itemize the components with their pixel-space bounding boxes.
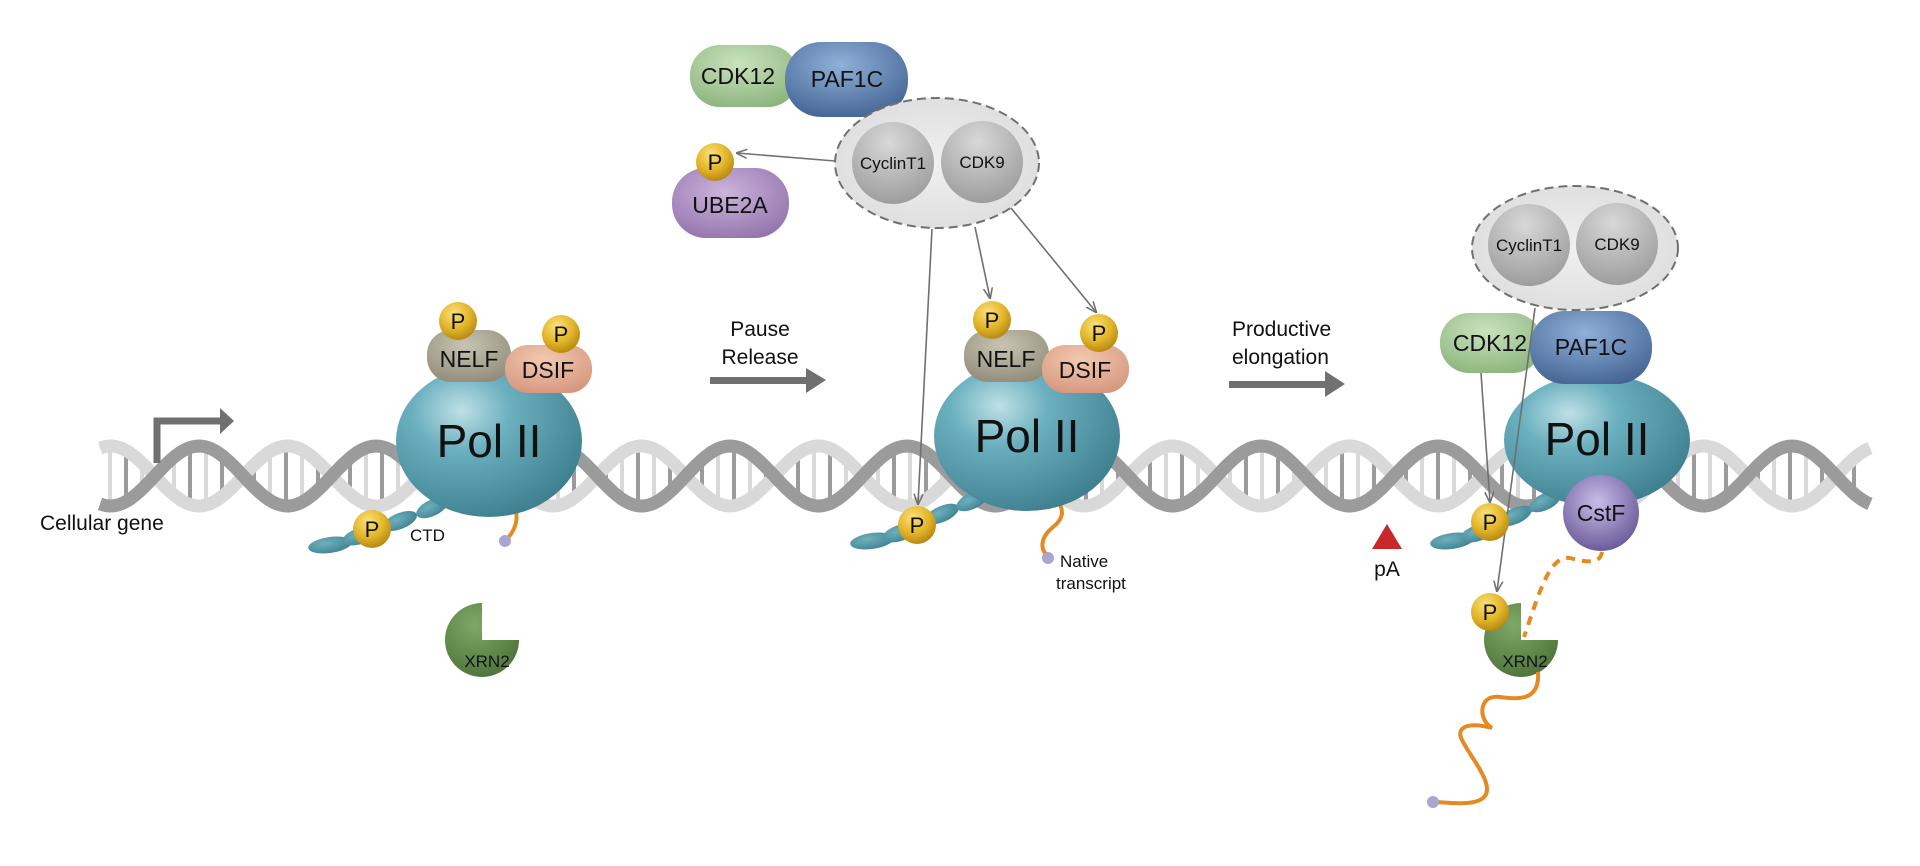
svg-text:P: P [708, 150, 723, 175]
cdk12-top [690, 45, 798, 107]
productive-arrow-shaft [1229, 381, 1329, 388]
pause-release-arrow-shaft [710, 377, 810, 384]
paf1c-label: PAF1C [811, 66, 883, 92]
native-transcript-label-1: Native [1060, 552, 1108, 571]
pause-release-step: Pause Release [710, 318, 826, 393]
cyclinT1-right [1488, 204, 1570, 286]
cdk12-label: CDK12 [1453, 330, 1527, 356]
promoter-arrow-icon [153, 408, 234, 463]
phospho-dsif-left: P [542, 315, 580, 353]
native-transcript-label-2: transcript [1056, 574, 1126, 593]
arrow-ptefb-to-dsif [1010, 207, 1096, 312]
cdk12-right [1440, 313, 1542, 373]
polyA-site: pA [1372, 524, 1402, 581]
paf1c-top [785, 42, 908, 117]
rna-5prime-end [1427, 796, 1439, 808]
cstf-label: CstF [1577, 500, 1626, 526]
productive-arrow-icon [1325, 371, 1345, 397]
cdk9-right [1576, 203, 1658, 285]
arrow-ptefb-to-nelf [974, 226, 990, 298]
phospho-ctd-middle: P [898, 506, 936, 544]
phospho-dsif-middle: P [1080, 314, 1118, 352]
dsif-label: DSIF [522, 357, 574, 383]
phospho-ctd-left: P [353, 510, 391, 548]
pol2-left [396, 365, 582, 517]
dsif-left [505, 345, 592, 393]
nelf-left [427, 330, 511, 382]
pause-release-arrow-icon [806, 368, 826, 393]
productive-elongation-step: Productive elongation [1229, 318, 1345, 397]
svg-text:P: P [910, 513, 925, 538]
ube2a [672, 168, 789, 238]
svg-text:P: P [554, 322, 569, 347]
native-transcript-rna [1040, 498, 1064, 558]
downstream-rna [1435, 671, 1541, 806]
ube2a-label: UBE2A [692, 192, 768, 218]
stage-productive-elongation: CyclinT1 CDK9 Pol II CDK12 PAF1C CstF XR… [1427, 185, 1690, 808]
svg-text:P: P [1092, 321, 1107, 346]
pA-label: pA [1374, 558, 1400, 581]
stage-pause-release: CDK12 PAF1C CyclinT1 CDK9 UBE2A P [672, 42, 1129, 593]
pol2-middle [934, 361, 1120, 511]
svg-text:P: P [1483, 510, 1498, 535]
cstf [1563, 475, 1639, 551]
nelf-label: NELF [440, 346, 499, 372]
productive-label-2: elongation [1232, 346, 1329, 369]
cleaved-rna-dashed [1522, 551, 1604, 638]
phospho-nelf-middle: P [973, 301, 1011, 339]
pause-release-label-2: Release [721, 346, 798, 369]
paf1c-right [1530, 311, 1652, 384]
cdk12-label: CDK12 [701, 63, 775, 89]
cdk9-label: CDK9 [1594, 235, 1639, 254]
svg-text:P: P [451, 309, 466, 334]
phospho-ctd-right: P [1471, 503, 1509, 541]
rna-5prime-cap [499, 535, 511, 547]
cellular-gene-label: Cellular gene [40, 512, 164, 535]
svg-text:P: P [365, 517, 380, 542]
stage-paused: Pol II NELF DSIF P P P CTD XRN2 [308, 302, 592, 677]
rna-5prime-cap [1042, 552, 1054, 564]
paf1c-label: PAF1C [1555, 334, 1627, 360]
arrow-ptefb-to-ctd [918, 228, 933, 504]
nelf-label: NELF [977, 346, 1036, 372]
svg-text:P: P [1483, 600, 1498, 625]
cyclinT1-mid [852, 122, 934, 204]
arrow-cdk12-to-ctd [1480, 372, 1490, 502]
productive-label-1: Productive [1232, 318, 1331, 341]
pol2-right [1504, 374, 1690, 506]
svg-text:P: P [985, 308, 1000, 333]
dsif-label: DSIF [1059, 357, 1111, 383]
phospho-ube2a: P [696, 143, 734, 181]
dsif-middle [1042, 345, 1129, 393]
xrn2-free: XRN2 [445, 603, 519, 677]
svg-text:XRN2: XRN2 [464, 652, 509, 671]
cdk9-label: CDK9 [959, 153, 1004, 172]
pol2-label: Pol II [437, 415, 542, 467]
svg-text:XRN2: XRN2 [1502, 652, 1547, 671]
phospho-xrn2: P [1471, 593, 1509, 631]
pol2-label: Pol II [1545, 413, 1650, 465]
pol2-label: Pol II [975, 410, 1080, 462]
nelf-middle [964, 330, 1049, 382]
pause-release-label-1: Pause [730, 318, 790, 341]
arrow-ptefb-to-xrn2 [1497, 307, 1536, 591]
ctd-label: CTD [410, 526, 445, 545]
pA-triangle-icon [1372, 524, 1402, 549]
cdk9-mid [941, 121, 1023, 203]
arrow-ptefb-to-ube2a [737, 153, 836, 162]
phospho-nelf-left: P [439, 302, 477, 340]
cyclinT1-label: CyclinT1 [1496, 236, 1562, 255]
cyclinT1-label: CyclinT1 [860, 154, 926, 173]
